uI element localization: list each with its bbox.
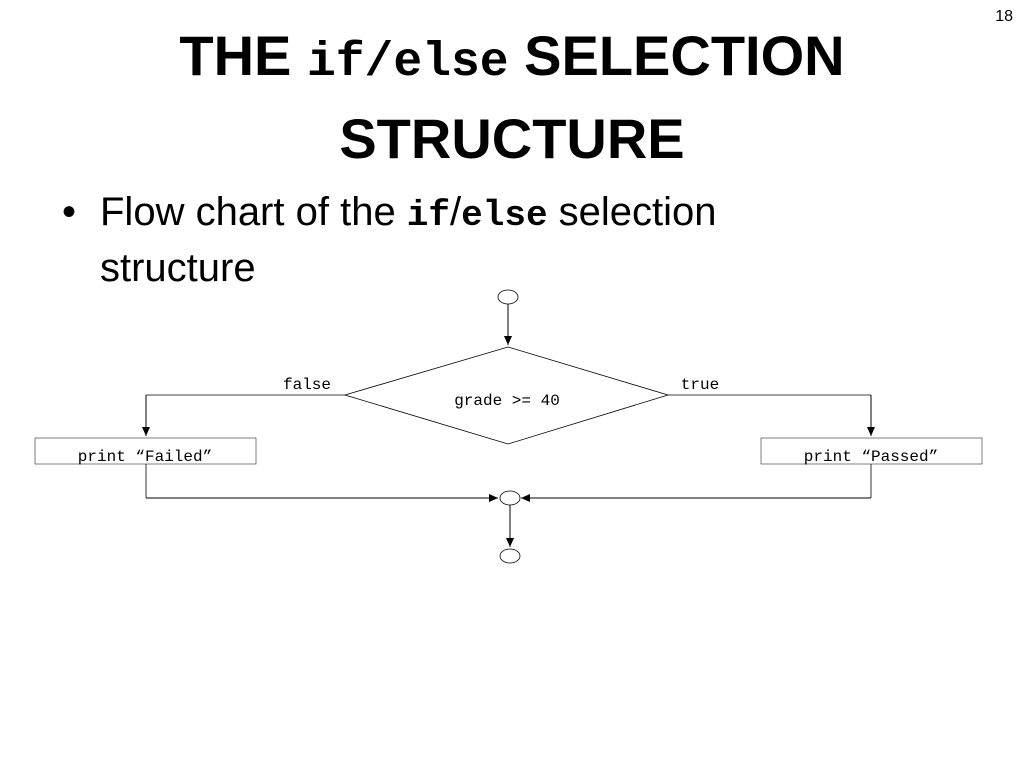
- bullet-code-if: if: [406, 195, 451, 236]
- bullet-part1: Flow chart of the: [100, 190, 407, 234]
- end-node: [499, 548, 521, 564]
- bullet-symbol: •: [62, 190, 77, 234]
- title-part1: THE: [179, 24, 307, 87]
- bullet-point: • Flow chart of the if/else selection st…: [62, 186, 862, 294]
- slide-title: THE if/else SELECTION STRUCTURE: [0, 18, 1024, 177]
- false-action-label: print “Failed”: [78, 448, 212, 466]
- false-label: false: [283, 376, 331, 394]
- bullet-code-else: else: [461, 195, 548, 236]
- bullet-part2: selection structure: [100, 190, 717, 290]
- merge-node: [499, 490, 521, 506]
- title-code: if/else: [306, 36, 509, 90]
- decision-diamond: [343, 346, 670, 445]
- condition-label: grade >= 40: [454, 392, 560, 410]
- false-action-box: [34, 437, 257, 465]
- bullet-text: Flow chart of the if/else selection stru…: [100, 186, 862, 294]
- true-action-box: [760, 437, 983, 465]
- true-label: true: [681, 376, 719, 394]
- title-part2: SELECTION STRUCTURE: [339, 24, 845, 170]
- start-node: [497, 289, 519, 305]
- bullet-slash: /: [450, 190, 462, 234]
- true-action-label: print “Passed”: [804, 448, 938, 466]
- slide-number: 18: [995, 8, 1013, 25]
